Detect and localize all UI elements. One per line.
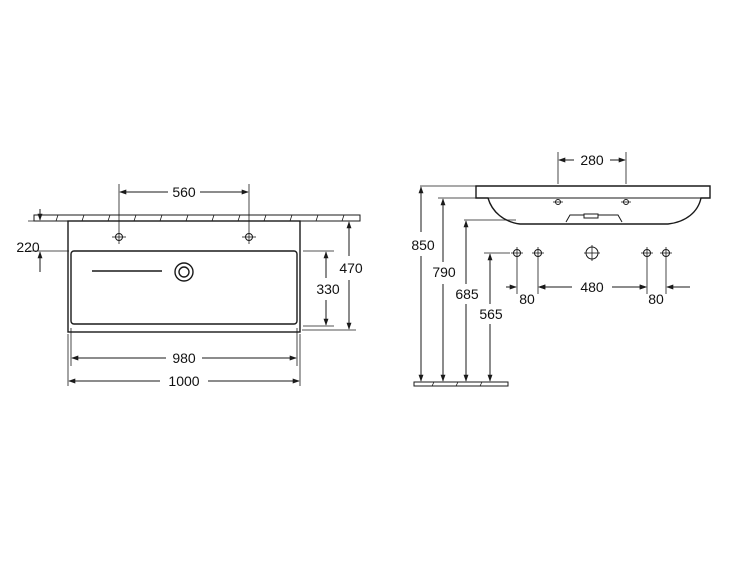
dim-label-850: 850 [411,237,435,253]
valve-marker-1-icon [511,247,523,259]
wall-top-hatch [55,214,345,222]
dim-height-850: 850 [411,186,435,382]
tap-hole-right-icon [242,230,256,244]
dim-height-685: 685 [455,220,479,382]
dim-label-280: 280 [580,152,604,168]
dim-label-80-right: 80 [648,291,664,307]
dim-label-330: 330 [316,281,340,297]
dim-tap-spacing: 480 [538,279,647,295]
front-view: 560 220 330 470 [16,184,363,389]
dim-holes-spacing: 560 [118,184,250,230]
overflow-marker-right-icon [621,199,631,205]
dim-height-790: 790 [432,198,456,382]
dim-label-565: 565 [479,306,503,322]
dim-inner-width: 980 [70,328,298,366]
dim-label-80-left: 80 [519,291,535,307]
dim-overflow-spacing: 280 [557,152,627,184]
floor-hatch [431,381,483,387]
basin-outline [67,220,301,333]
dim-label-1000: 1000 [168,373,199,389]
floor-line [413,381,509,387]
basin-bowl [70,250,298,325]
drain-icon [174,262,194,282]
dim-label-685: 685 [455,286,479,302]
basin-profile [475,185,711,225]
dim-depth-total: 470 [302,220,363,331]
valve-marker-4-icon [660,247,672,259]
dim-overall-width: 1000 [67,334,301,389]
dim-height-565: 565 [479,252,510,382]
drain-outlet [583,213,599,219]
tap-hole-left-icon [112,230,126,244]
dim-label-560: 560 [172,184,196,200]
valve-marker-2-icon [532,247,544,259]
dim-label-980: 980 [172,350,196,366]
dim-basin-depth: 330 [303,250,340,327]
dim-left-offset: 80 [506,284,550,307]
side-view: 280 850 790 685 [411,152,711,387]
valve-marker-3-icon [641,247,653,259]
overflow-marker-left-icon [553,199,563,205]
dim-label-470: 470 [339,260,363,276]
dim-label-790: 790 [432,264,456,280]
dim-label-480: 480 [580,279,604,295]
drain-marker-icon [584,245,600,261]
dim-right-offset: 80 [636,284,690,307]
dim-wall-to-basin: 220 [16,209,69,272]
dim-label-220: 220 [16,239,40,255]
